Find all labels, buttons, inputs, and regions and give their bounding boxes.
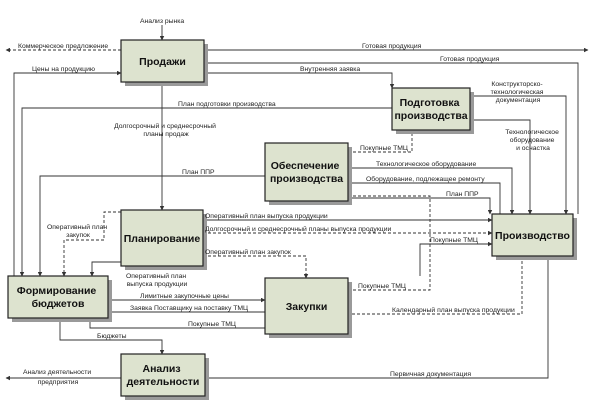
block-formirovanie[interactable]: Формирование бюджетов — [7, 275, 112, 322]
label-analiz-predpriyatiya: Анализ деятельности предприятия — [23, 369, 93, 386]
block-obespechenie[interactable]: Обеспечение производства — [264, 142, 352, 205]
arrow-operativnyi-plan-zakupok — [61, 211, 121, 277]
block-podgotovka[interactable]: Подготовка производства — [391, 87, 474, 134]
arrow-byudzhety — [59, 318, 165, 355]
label-tehnologicheskoe-oborudovanie: Технологическое оборудование — [376, 160, 476, 168]
block-proizvodstvo[interactable]: Производство — [491, 213, 577, 260]
arrow-pokupnye-1 — [347, 133, 413, 155]
label-pokupnye-2: Покупные ТМЦ — [430, 237, 478, 244]
label-kalendarnyi: Календарный план выпуска продукции — [392, 306, 515, 314]
arrow-oborudovanie-remont — [347, 180, 501, 214]
label-plan-ppr-2: План ППР — [446, 191, 479, 198]
block-analiz[interactable]: Анализ деятельности — [120, 353, 209, 400]
label-gotovaya-1: Готовая продукция — [362, 43, 422, 50]
block-prodazhi[interactable]: Продажи — [120, 39, 208, 86]
label-zayavka: Заявка Поставщику на поставку ТМЦ — [130, 305, 248, 312]
label-limitnye: Лимитные закупочные цены — [140, 293, 229, 300]
block-planirovanie-title: Планирование — [124, 233, 201, 245]
label-gotovaya-2: Готовая продукция — [440, 56, 500, 63]
block-planirovanie[interactable]: Планирование — [120, 209, 207, 270]
arrow-operativnyi-plan-zakupok-2 — [203, 255, 309, 279]
arrow-kalendarnyi — [347, 256, 523, 317]
arrow-plan-podgotovki — [19, 107, 392, 277]
arrow-pokupnye-2 — [419, 241, 493, 276]
block-prodazhi-title: Продажи — [139, 56, 186, 68]
flow-labels: Анализ рынка Коммерческое предложение Го… — [18, 18, 561, 386]
connectors — [5, 25, 589, 381]
arrow-ceny — [13, 70, 122, 276]
block-zakupki-title: Закупки — [286, 301, 328, 313]
arrow-tehnologicheskoe-osnastka — [470, 119, 533, 215]
block-formirovanie-title: Формирование бюджетов — [17, 285, 99, 310]
arrow-gotovaya-in — [203, 60, 579, 214]
label-konstruktorsko: Конструкторско- технологическая документ… — [491, 81, 546, 104]
block-analiz-title: Анализ деятельности — [127, 363, 200, 388]
label-dolgosrochnyi-prodazh: Долгосрочный и среднесрочный планы прода… — [114, 122, 218, 138]
arrow-pervichnaya — [204, 256, 549, 381]
block-podgotovka-title: Подготовка производства — [394, 97, 467, 122]
label-vnutrennyaya: Внутренняя заявка — [300, 66, 360, 73]
label-tehnologicheskoe-osnastka: Технологическое оборудование и оснастка — [505, 129, 561, 152]
arrow-konstruktorsko — [470, 95, 569, 215]
label-oborudovanie-remont: Оборудование, подлежащее ремонту — [366, 175, 485, 183]
label-plan-ppr-1: План ППР — [182, 169, 215, 176]
label-pokupnye-4: Покупные ТМЦ — [188, 321, 236, 328]
block-zakupki[interactable]: Закупки — [264, 277, 352, 338]
label-dolgosrochnyi-vypuska: Долгосрочный и среднесрочный планы выпус… — [205, 225, 391, 233]
arrow-vnutrennyaya — [204, 72, 395, 89]
arrow-operativnyi-plan-vypuska-2 — [89, 261, 121, 277]
label-pokupnye-1: Покупные ТМЦ — [360, 145, 408, 152]
label-operativnyi-plan-zakupok: Оперативный план закупок — [47, 223, 109, 239]
arrow-tehnologicheskoe-oborudovanie — [348, 167, 515, 215]
label-plan-podgotovki: План подготовки производства — [178, 101, 276, 108]
arrow-plan-ppr-1 — [37, 175, 265, 277]
label-operativnyi-plan-vypuska: Оперативный план выпуска продукции — [205, 212, 328, 220]
label-ceny: Цены на продукцию — [32, 66, 95, 73]
label-operativnyi-plan-zakupok-2: Оперативный план закупок — [205, 248, 291, 256]
block-proizvodstvo-title: Производство — [495, 230, 570, 242]
label-pokupnye-3: Покупные ТМЦ — [358, 283, 406, 290]
arrow-pokupnye-4 — [87, 317, 265, 329]
label-pervichnaya: Первичная документация — [390, 371, 471, 378]
block-obespechenie-title: Обеспечение производства — [270, 160, 343, 185]
arrow-plan-ppr-2 — [348, 197, 493, 215]
label-analiz-rynka: Анализ рынка — [140, 18, 184, 25]
arrow-pokupnye-3 — [347, 193, 431, 291]
label-byudzhety: Бюджеты — [97, 333, 127, 340]
label-operativnyi-plan-vypuska-2: Оперативный план выпуска продукции — [126, 272, 188, 288]
label-kommercheskoe: Коммерческое предложение — [18, 43, 108, 50]
